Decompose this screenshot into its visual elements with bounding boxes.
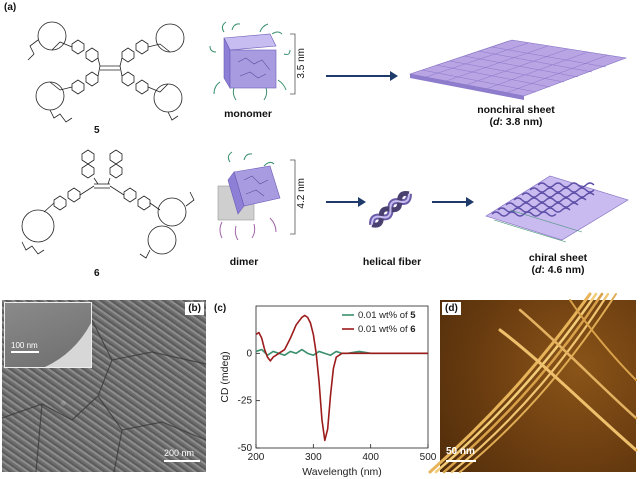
y-tick-label: -25	[238, 396, 253, 407]
sem-scale-label: 200 nm	[164, 448, 195, 458]
afm-scale-bar	[446, 460, 476, 462]
panel-a-tag: (a)	[4, 2, 17, 13]
chiral-d-var: d	[534, 264, 542, 276]
monomer-size-bracket	[290, 33, 296, 95]
nonchiral-sheet-spacing: (d: 3.8 nm)	[456, 116, 576, 128]
afm-scale-label: 50 nm	[446, 446, 475, 457]
arrow-monomer-to-sheet	[326, 71, 398, 81]
chiral-d-value: : 4.6 nm)	[541, 264, 585, 276]
sem-scale-bar	[164, 460, 200, 462]
panel-d-tag: (d)	[442, 302, 461, 315]
afm-image: (d) 50 nm	[428, 292, 638, 474]
chiral-sheet-illustration	[485, 175, 629, 243]
legend-compound-6: 6	[410, 324, 415, 335]
chiral-sheet-spacing: (d: 4.6 nm)	[500, 264, 616, 276]
compound-6-label: 6	[94, 268, 100, 279]
sem-inset-edge	[45, 323, 91, 367]
panel-c-tag: (c)	[214, 303, 227, 314]
arrow-dimer-to-fiber	[326, 197, 366, 207]
y-tick-label: -50	[238, 443, 253, 454]
nonchiral-d-open: (	[489, 116, 493, 128]
helical-fiber-illustration	[369, 190, 412, 228]
legend-compound-5: 5	[410, 310, 416, 321]
panel-b-tag: (b)	[185, 302, 204, 315]
compound-5-label: 5	[94, 125, 100, 136]
nonchiral-d-var: d	[492, 116, 500, 128]
x-tick-label: 300	[305, 452, 322, 463]
chiral-d-open: (	[531, 264, 535, 276]
monomer-caption: monomer	[224, 108, 272, 120]
dimer-caption: dimer	[229, 256, 259, 268]
dimer-size-bracket	[290, 159, 296, 235]
molecule-5-structure	[27, 21, 185, 123]
x-axis-label: Wavelength (nm)	[302, 466, 382, 478]
monomer-size-label: 3.5 nm	[296, 48, 307, 79]
sem-texture-cracks	[1, 319, 207, 473]
sem-inset-scale-label: 100 nm	[11, 341, 38, 350]
sem-inset-scale-bar	[11, 351, 39, 353]
molecule-6-structure	[21, 149, 195, 259]
nonchiral-d-value: : 3.8 nm)	[499, 116, 543, 128]
chiral-sheet-title: chiral sheet	[528, 252, 588, 264]
sem-micrograph: 100 nm (b) 200 nm	[1, 300, 207, 473]
plot-frame	[255, 305, 429, 449]
arrow-fiber-to-chiral-sheet	[432, 197, 474, 207]
nonchiral-sheet-illustration	[408, 39, 628, 100]
helical-fiber-caption: helical fiber	[362, 256, 422, 268]
dimer-size-label: 4.2 nm	[296, 178, 307, 209]
dimer-cube-illustration	[217, 151, 281, 241]
x-tick-label: 500	[420, 452, 437, 463]
legend-label-6: 0.01 wt% of 6	[358, 324, 416, 335]
chiral-sheet-caption: chiral sheet (d: 4.6 nm)	[500, 252, 616, 276]
afm-fibers	[428, 292, 638, 474]
x-tick-label: 400	[362, 452, 379, 463]
series-line-6	[255, 314, 428, 442]
legend-label-5: 0.01 wt% of 5	[358, 310, 416, 321]
nonchiral-sheet-caption: nonchiral sheet (d: 3.8 nm)	[456, 104, 576, 128]
x-tick-label: 200	[248, 452, 265, 463]
y-tick-label: 0	[246, 348, 252, 359]
nonchiral-sheet-title: nonchiral sheet	[477, 104, 555, 116]
monomer-cube-illustration	[209, 21, 291, 101]
sem-inset: 100 nm	[4, 302, 92, 368]
y-axis-label: CD (mdeg)	[219, 351, 231, 402]
